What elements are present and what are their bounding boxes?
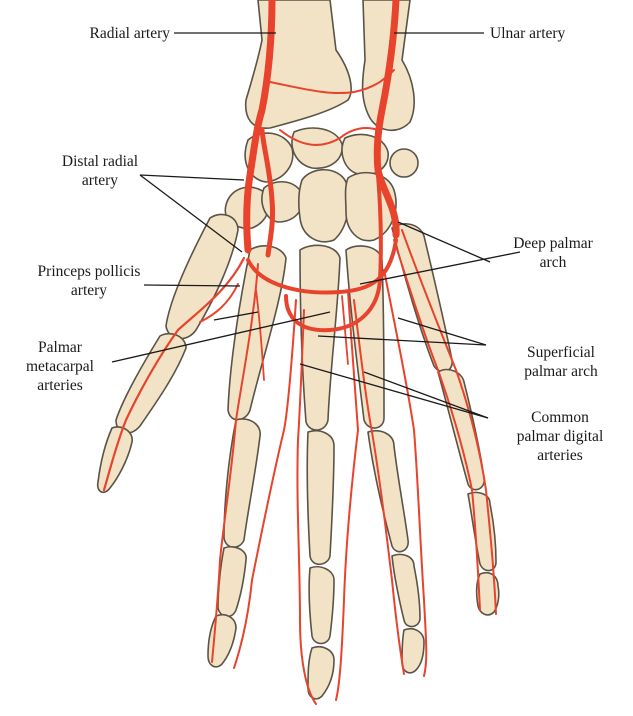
trapezoid-bone — [262, 182, 303, 222]
bones — [98, 0, 499, 699]
middle-distal-phalanx — [308, 647, 334, 699]
little-metacarpal — [392, 224, 452, 372]
index-middle-phalanx — [218, 547, 246, 617]
label-radial-artery: Radial artery — [20, 24, 170, 43]
label-superficial-palmar-arch: Superficial palmar arch — [496, 343, 626, 381]
lunate-bone — [292, 128, 342, 168]
metacarpal-branch-2 — [342, 296, 348, 364]
middle-middle-phalanx — [309, 567, 334, 644]
middle-metacarpal — [300, 245, 340, 430]
label-princeps-pollicis-artery: Princeps pollicis artery — [14, 262, 164, 300]
middle-proximal-phalanx — [307, 431, 334, 565]
label-deep-palmar-arch: Deep palmar arch — [488, 234, 618, 272]
thumb-distal-phalanx — [98, 427, 133, 492]
palmar-metacarpal-leader-a — [112, 312, 330, 362]
ring-distal-phalanx — [402, 629, 424, 673]
label-distal-radial-artery: Distal radial artery — [30, 152, 170, 190]
label-common-palmar-digital-arteries: Common palmar digital arteries — [492, 408, 628, 465]
label-palmar-metacarpal-arteries: Palmar metacarpal arteries — [10, 338, 110, 395]
pisiform-bone — [390, 149, 418, 177]
label-ulnar-artery: Ulnar artery — [490, 24, 565, 43]
capitate-bone — [299, 170, 349, 242]
